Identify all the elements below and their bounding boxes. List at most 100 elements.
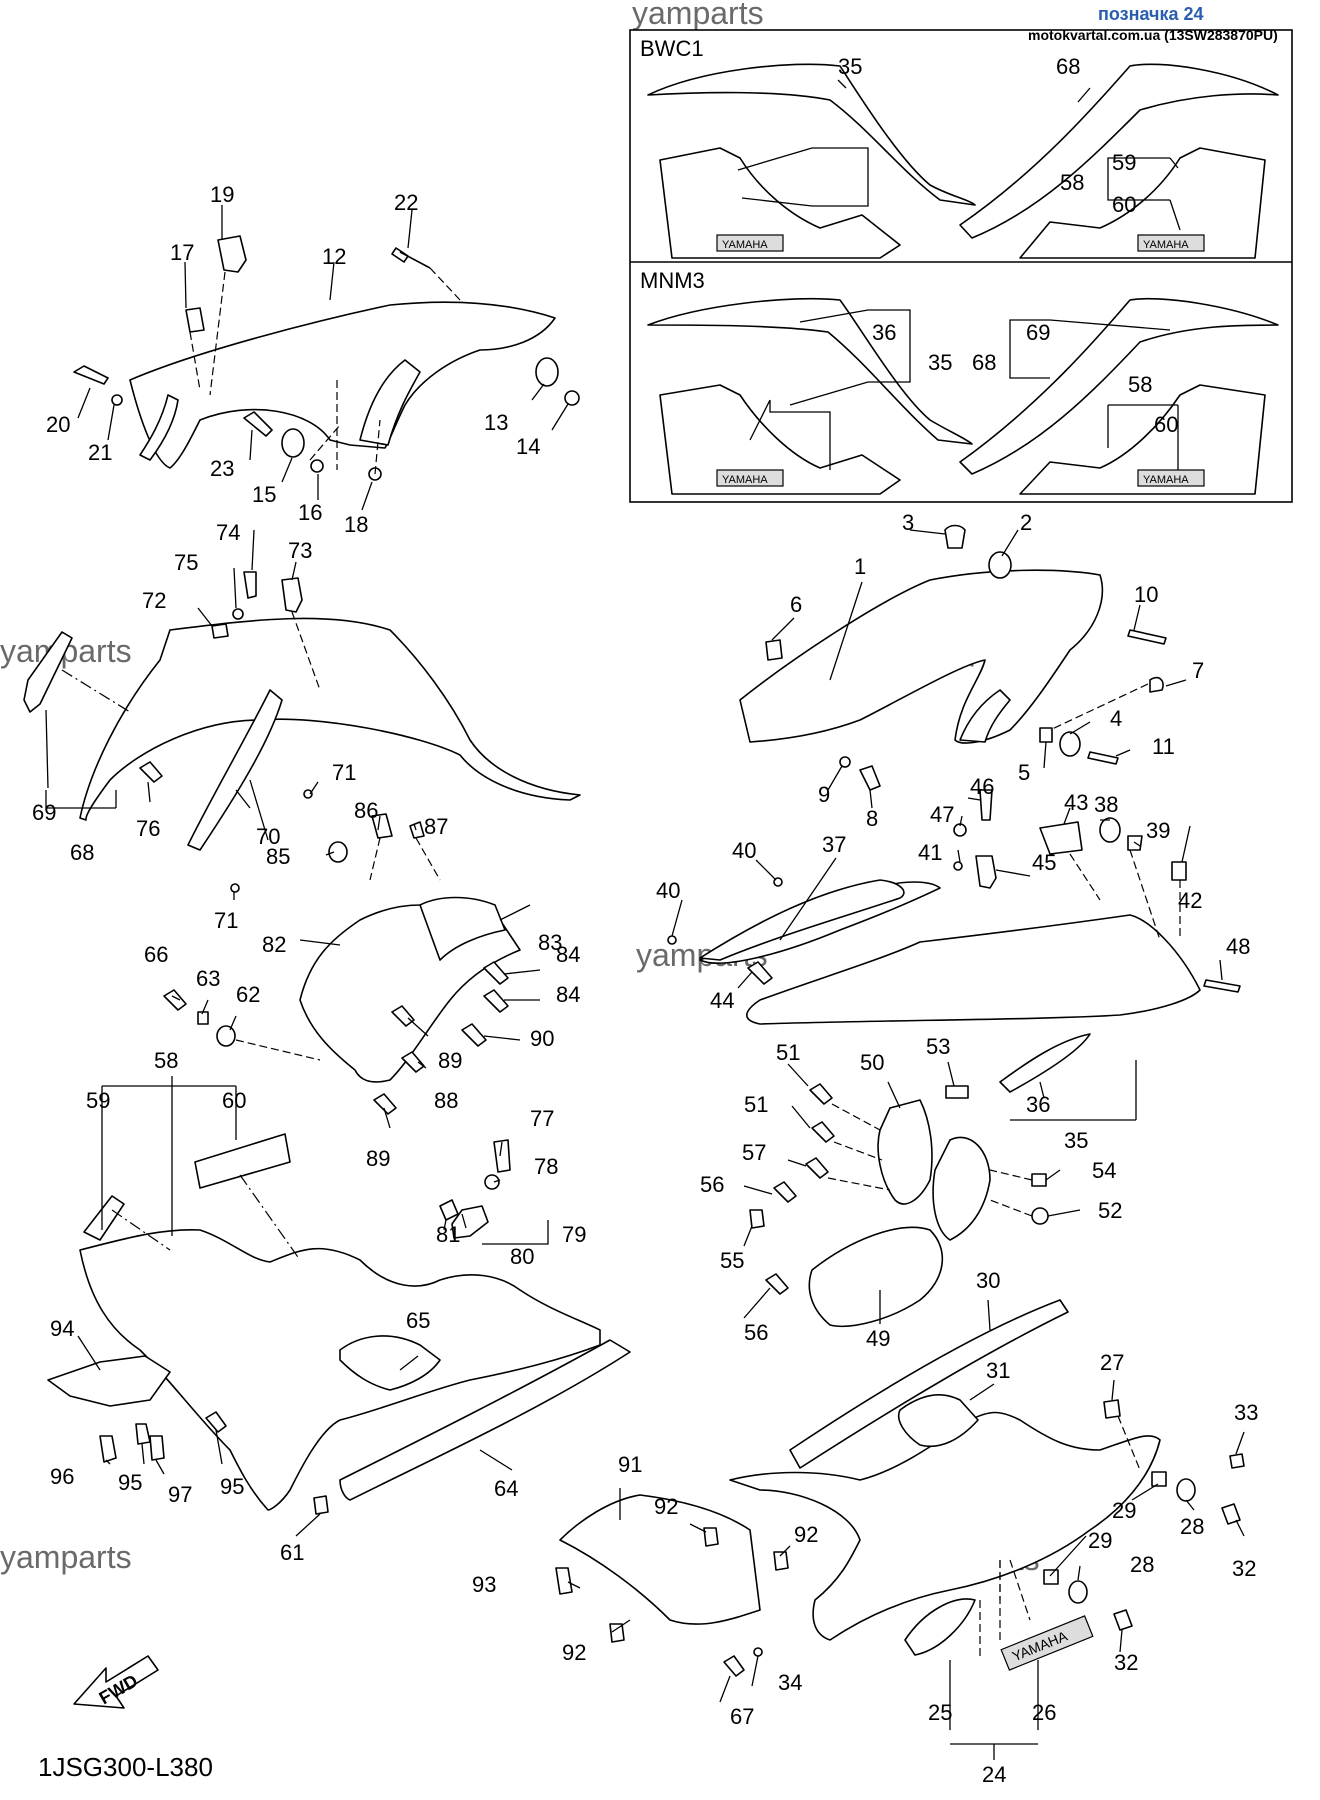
lower-cowl-58-60-mnm3 [1019,384,1266,495]
callout-81: 81 [436,1222,460,1247]
duct-31 [898,1394,979,1447]
washer-9 [839,756,851,768]
duct-assembly-49 [749,1083,1049,1328]
callout-30: 30 [976,1268,1000,1293]
callout-71a: 71 [332,760,356,785]
decal-yamaha-bwc1-right [1137,234,1205,252]
lower-left-cowl-assembly [47,1133,631,1515]
callout-87: 87 [424,814,448,839]
callout-43: 43 [1064,790,1088,815]
callout-77: 77 [530,1106,554,1131]
callout-34: 34 [778,1670,802,1695]
side-panel-68-bwc1 [959,63,1279,239]
callout-64: 64 [494,1476,518,1501]
callout-36-mnm3: 36 [872,320,896,345]
callout-42: 42 [1178,888,1202,913]
callout-92b: 92 [794,1522,818,1547]
callout-88: 88 [434,1088,458,1113]
clip-19 [217,235,247,273]
screw-84b [483,989,509,1013]
lower-right-cowl-assembly: YAMAHA [555,1299,1245,1677]
callout-35-mnm3: 35 [928,350,952,375]
side-panel-35-bwc1 [647,63,976,206]
decal-yamaha-mnm3-left [716,469,784,487]
fastener-95a [135,1423,151,1445]
damper-15 [281,428,305,458]
callout-22: 22 [394,190,418,215]
callout-63: 63 [196,966,220,991]
callout-89a: 89 [438,1048,462,1073]
callout-68-main: 68 [70,840,94,865]
duct-50 [877,1099,933,1205]
callout-84b: 84 [556,982,580,1007]
callout-68-bwc1: 68 [1056,54,1080,79]
fastener-92a [703,1527,719,1547]
front-cowl-assembly [23,571,581,893]
diagram-code: 1JSG300-L380 [38,1752,213,1782]
callout-9: 9 [818,782,830,807]
callout-66: 66 [144,942,168,967]
callout-85: 85 [266,844,290,869]
washer-78 [484,1174,500,1190]
decal-yamaha-text: YAMAHA [1143,239,1189,251]
side-panel-68-mnm3 [959,297,1279,475]
screw-56b [765,1273,789,1295]
collar-16 [310,459,324,473]
callout-96: 96 [50,1464,74,1489]
decal-yamaha-text: YAMAHA [722,239,768,251]
collar-5 [1039,727,1053,743]
decal-26 [1000,1615,1094,1671]
callout-83: 83 [538,930,562,955]
callout-32b: 32 [1114,1650,1138,1675]
washer-21 [111,394,123,406]
damper-85 [328,841,348,863]
collar-29b [1043,1569,1059,1585]
callout-39: 39 [1146,818,1170,843]
screw-89b [373,1093,397,1115]
collar-7 [1149,676,1164,693]
callout-25: 25 [928,1700,952,1725]
callout-80: 80 [510,1244,534,1269]
fwd-arrow: FWD [73,1655,159,1709]
inner-panel-1 [739,569,1104,744]
fastener-73 [281,577,303,613]
fastener-97 [149,1435,165,1461]
callout-92a: 92 [654,1494,678,1519]
callout-74: 74 [216,520,240,545]
callout-26: 26 [1032,1700,1056,1725]
watermark-top: yamparts [632,0,764,31]
screw-74 [243,571,257,599]
callout-44: 44 [710,988,734,1013]
callout-58-main: 58 [154,1048,178,1073]
collar-3 [944,524,966,549]
washer-41 [953,861,963,871]
screw-22 [391,247,431,269]
header-site: motokvartal.com.ua (13SW283870PU) [1028,27,1278,43]
screw-95b [205,1411,227,1433]
callout-45: 45 [1032,850,1056,875]
callout-84a: 84 [556,942,580,967]
clip-86 [371,813,393,839]
decal-yamaha-bwc1-left [716,234,784,252]
callout-5: 5 [1018,760,1030,785]
callout-65: 65 [406,1308,430,1333]
callout-49: 49 [866,1326,890,1351]
screw-51a [809,1083,833,1105]
bracket-94 [47,1355,171,1407]
callout-3: 3 [902,510,914,535]
callout-18: 18 [344,512,368,537]
callout-20: 20 [46,412,70,437]
damper-4 [1059,731,1081,757]
fastener-92b [773,1551,789,1571]
screw-32b [1113,1609,1133,1631]
bracket-43 [1039,821,1083,855]
decal-yamaha-text: YAMAHA [722,474,768,486]
screw-84a [483,961,509,985]
callout-37: 37 [822,832,846,857]
screw-20 [73,365,109,385]
duct-assembly-82 [163,813,521,1115]
upper-right-cowl-assembly [739,524,1167,791]
collar-54 [1031,1173,1047,1187]
decal-36 [999,1033,1091,1093]
